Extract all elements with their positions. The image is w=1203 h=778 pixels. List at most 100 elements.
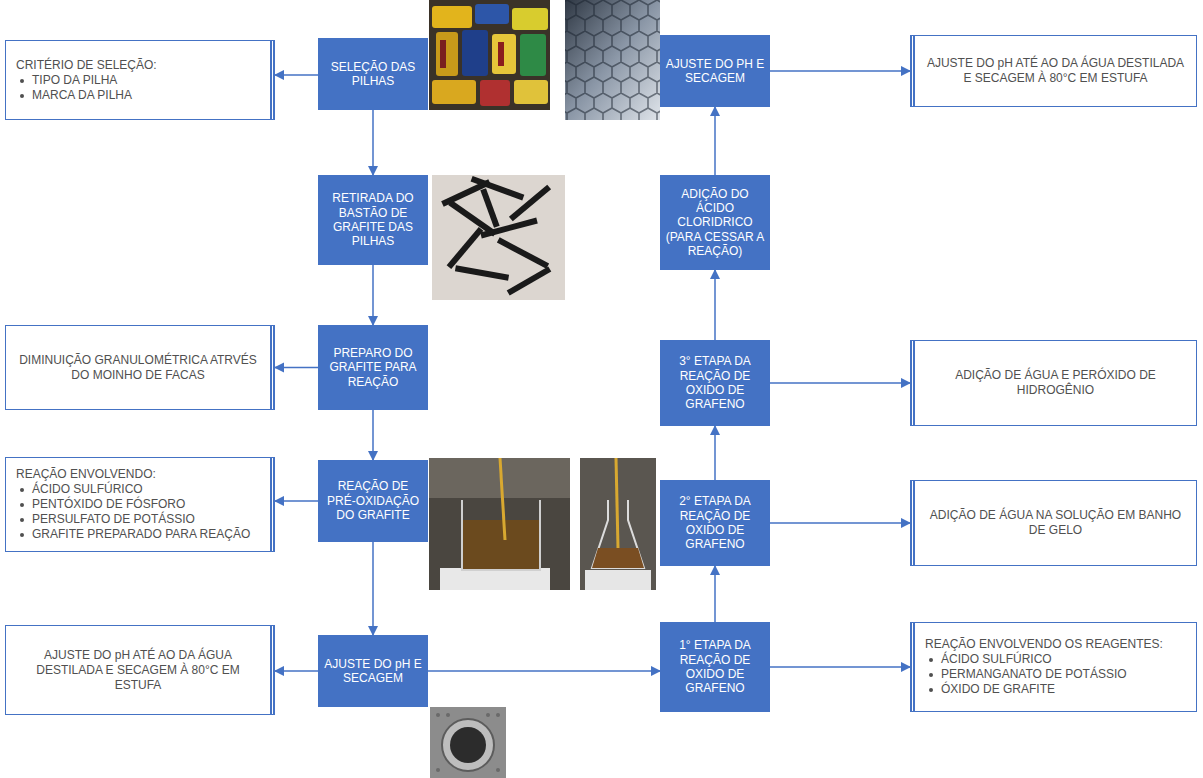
flow-arrow — [275, 500, 318, 502]
note-text: ADIÇÃO DE ÁGUA E PERÓXIDO DE HIDROGÊNIO — [955, 368, 1156, 397]
text-line: GRAFITE PREPARADO PARA REAÇÃO — [16, 527, 260, 542]
box-content: ADIÇÃO DE ÁGUA NA SOLUÇÃO EM BANHO DE GE… — [925, 508, 1186, 538]
note-box: REAÇÃO ENVOLVENDO OS REAGENTES:ÁCIDO SUL… — [910, 622, 1197, 712]
list-item: ÁCIDO SULFÚRICO — [941, 652, 1052, 666]
text-line: ÓXIDO DE GRAFITE — [925, 682, 1186, 697]
process-box: 3° ETAPA DA REAÇÃO DE OXIDO DE GRAFENO — [660, 340, 770, 426]
bullet-dot — [20, 79, 24, 83]
step-label: PREPARO DO GRAFITE PARA REAÇÃO — [329, 346, 416, 389]
box-content: 2° ETAPA DA REAÇÃO DE OXIDO DE GRAFENO — [665, 494, 765, 552]
box-content: REAÇÃO ENVOLVENDO OS REAGENTES:ÁCIDO SUL… — [925, 637, 1186, 697]
box-content: 1° ETAPA DA REAÇÃO DE OXIDO DE GRAFENO — [665, 638, 765, 696]
text-line: SELEÇÃO DAS PILHAS — [323, 60, 423, 89]
text-line: REAÇÃO DE PRÉ-OXIDAÇÃO DO GRAFITE — [323, 479, 423, 522]
step-label: RETIRADA DO BASTÃO DE GRAFITE DAS PILHAS — [332, 191, 413, 248]
note-text: REAÇÃO ENVOLVENDO OS REAGENTES: — [925, 637, 1163, 651]
process-box: AJUSTE DO PH E SECAGEM — [660, 35, 770, 107]
box-content: SELEÇÃO DAS PILHAS — [323, 60, 423, 89]
note-box: DIMINUIÇÃO GRANULOMÉTRICA ATRVÉS DO MOIN… — [5, 325, 275, 410]
note-box: REAÇÃO ENVOLVENDO:ÁCIDO SULFÚRICOPENTÓXI… — [5, 457, 275, 552]
box-content: REAÇÃO DE PRÉ-OXIDAÇÃO DO GRAFITE — [323, 479, 423, 522]
bullet-dot — [20, 518, 24, 522]
text-line: AJUSTE DO pH ATÉ AO DA ÁGUA DESTILADA E … — [925, 56, 1186, 86]
graphite-rods-photo — [432, 175, 565, 300]
bullet-dot — [20, 503, 24, 507]
text-line: ADIÇÃO DE ÁGUA NA SOLUÇÃO EM BANHO DE GE… — [925, 508, 1186, 538]
note-text: CRITÉRIO DE SELEÇÃO: — [16, 58, 157, 72]
flow-arrow — [714, 426, 716, 480]
process-box: 2° ETAPA DA REAÇÃO DE OXIDO DE GRAFENO — [660, 480, 770, 566]
flow-arrow — [428, 670, 660, 672]
flow-arrow — [275, 670, 318, 672]
note-box: ADIÇÃO DE ÁGUA NA SOLUÇÃO EM BANHO DE GE… — [910, 480, 1197, 566]
bullet-dot — [20, 533, 24, 537]
step-label: 2° ETAPA DA REAÇÃO DE OXIDO DE GRAFENO — [679, 494, 751, 551]
step-label: AJUSTE DO PH E SECAGEM — [666, 57, 765, 85]
flow-arrow — [770, 666, 910, 668]
text-line: ÁCIDO SULFÚRICO — [925, 652, 1186, 667]
process-box: REAÇÃO DE PRÉ-OXIDAÇÃO DO GRAFITE — [318, 460, 428, 542]
process-box: AJUSTE DO pH E SECAGEM — [318, 635, 428, 707]
list-item: ÁCIDO SULFÚRICO — [32, 482, 143, 496]
flow-arrow — [770, 70, 910, 72]
text-line: CRITÉRIO DE SELEÇÃO: — [16, 58, 260, 73]
bullet-dot — [929, 688, 933, 692]
note-box: AJUSTE DO pH ATÉ AO DA ÁGUA DESTILADA E … — [5, 625, 275, 715]
text-line: 3° ETAPA DA REAÇÃO DE OXIDO DE GRAFENO — [665, 354, 765, 412]
graphene-illustration — [565, 0, 660, 120]
box-content: ADIÇÃO DE ÁGUA E PERÓXIDO DE HIDROGÊNIO — [925, 368, 1186, 398]
bullet-dot — [20, 488, 24, 492]
flask-photo — [580, 458, 656, 590]
step-label: 1° ETAPA DA REAÇÃO DE OXIDO DE GRAFENO — [679, 638, 751, 695]
box-content: CRITÉRIO DE SELEÇÃO:TIPO DA PILHAMARCA D… — [16, 58, 260, 103]
flask-photo — [429, 458, 570, 590]
note-box: ADIÇÃO DE ÁGUA E PERÓXIDO DE HIDROGÊNIO — [910, 340, 1197, 426]
flow-arrow — [275, 367, 318, 369]
flow-arrow — [372, 542, 374, 635]
bullet-dot — [20, 94, 24, 98]
box-content: ADIÇÃO DO ÁCIDO CLORIDRICO (PARA CESSAR … — [665, 187, 765, 259]
list-item: PENTÓXIDO DE FÓSFORO — [32, 497, 185, 511]
text-line: ADIÇÃO DE ÁGUA E PERÓXIDO DE HIDROGÊNIO — [925, 368, 1186, 398]
flow-arrow — [372, 110, 374, 175]
note-text: AJUSTE DO pH ATÉ AO DA ÁGUA DESTILADA E … — [927, 56, 1184, 85]
text-line: PENTÓXIDO DE FÓSFORO — [16, 497, 260, 512]
text-line: PREPARO DO GRAFITE PARA REAÇÃO — [323, 346, 423, 389]
text-line: PERMANGANATO DE POTÁSSIO — [925, 667, 1186, 682]
bullet-dot — [929, 673, 933, 677]
list-item: PERMANGANATO DE POTÁSSIO — [941, 667, 1127, 681]
box-content: REAÇÃO ENVOLVENDO:ÁCIDO SULFÚRICOPENTÓXI… — [16, 467, 260, 542]
box-content: 3° ETAPA DA REAÇÃO DE OXIDO DE GRAFENO — [665, 354, 765, 412]
text-line: AJUSTE DO pH E SECAGEM — [323, 657, 423, 686]
step-label: ADIÇÃO DO ÁCIDO CLORIDRICO (PARA CESSAR … — [666, 187, 764, 259]
box-content: RETIRADA DO BASTÃO DE GRAFITE DAS PILHAS — [323, 191, 423, 249]
text-line: 2° ETAPA DA REAÇÃO DE OXIDO DE GRAFENO — [665, 494, 765, 552]
text-line: 1° ETAPA DA REAÇÃO DE OXIDO DE GRAFENO — [665, 638, 765, 696]
note-text: AJUSTE DO pH ATÉ AO DA ÁGUA DESTILADA E … — [36, 648, 240, 692]
process-box: RETIRADA DO BASTÃO DE GRAFITE DAS PILHAS — [318, 175, 428, 265]
process-box: 1° ETAPA DA REAÇÃO DE OXIDO DE GRAFENO — [660, 622, 770, 712]
note-box: AJUSTE DO pH ATÉ AO DA ÁGUA DESTILADA E … — [910, 35, 1197, 107]
text-line: AJUSTE DO pH ATÉ AO DA ÁGUA DESTILADA E … — [16, 648, 260, 693]
text-line: PERSULFATO DE POTÁSSIO — [16, 512, 260, 527]
flow-arrow — [770, 382, 910, 384]
box-content: PREPARO DO GRAFITE PARA REAÇÃO — [323, 346, 423, 389]
text-line: TIPO DA PILHA — [16, 73, 260, 88]
flow-arrow — [714, 566, 716, 622]
text-line: DIMINUIÇÃO GRANULOMÉTRICA ATRVÉS DO MOIN… — [16, 353, 260, 383]
flow-arrow — [372, 410, 374, 460]
note-text: ADIÇÃO DE ÁGUA NA SOLUÇÃO EM BANHO DE GE… — [930, 508, 1181, 537]
text-line: AJUSTE DO PH E SECAGEM — [665, 57, 765, 86]
box-content: AJUSTE DO pH E SECAGEM — [323, 657, 423, 686]
note-box: CRITÉRIO DE SELEÇÃO:TIPO DA PILHAMARCA D… — [5, 40, 275, 120]
step-label: AJUSTE DO pH E SECAGEM — [324, 657, 421, 685]
text-line: REAÇÃO ENVOLVENDO: — [16, 467, 260, 482]
process-box: PREPARO DO GRAFITE PARA REAÇÃO — [318, 325, 428, 410]
drying-photo — [430, 707, 506, 778]
batteries-photo — [429, 0, 550, 110]
text-line: ÁCIDO SULFÚRICO — [16, 482, 260, 497]
step-label: REAÇÃO DE PRÉ-OXIDAÇÃO DO GRAFITE — [327, 479, 419, 522]
note-text: DIMINUIÇÃO GRANULOMÉTRICA ATRVÉS DO MOIN… — [19, 353, 257, 382]
flow-arrow — [275, 74, 318, 76]
